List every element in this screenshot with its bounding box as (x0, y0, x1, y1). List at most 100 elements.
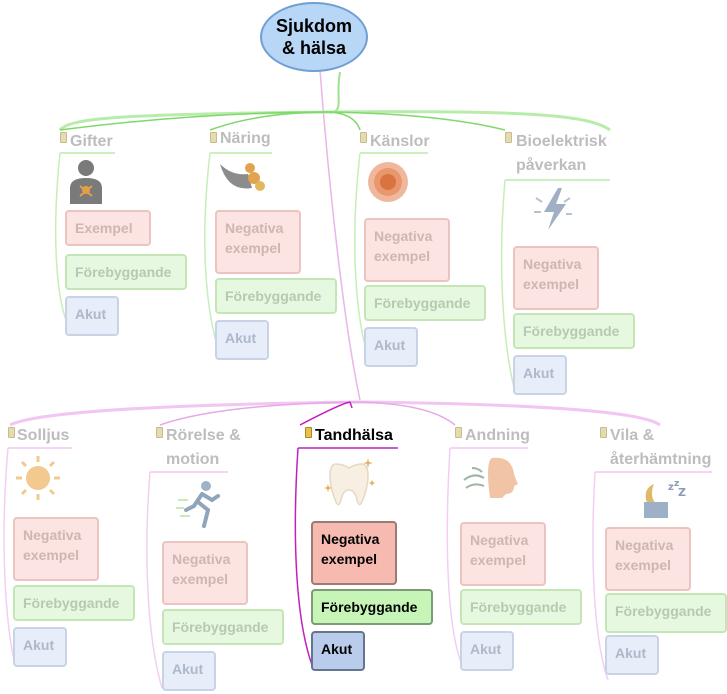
tand-forebyggande-box[interactable]: Förebyggande (311, 589, 433, 625)
box-label-line2: exempel (172, 571, 229, 587)
pin-icon (210, 132, 217, 143)
pin-icon (505, 132, 512, 143)
box-label: Förebyggande (225, 288, 322, 304)
topic-gifter[interactable]: Gifter (70, 133, 113, 150)
box-label: Förebyggande (23, 595, 120, 611)
gifter-exempel-box[interactable]: Exempel (65, 210, 151, 246)
box-label-line2: exempel (321, 551, 378, 567)
topic-line2: påverkan (516, 157, 587, 174)
topic-bioelektrisk[interactable]: Bioelektrisk påverkan (516, 130, 607, 178)
box-label-line1: Negativa (23, 527, 82, 543)
sun-icon (16, 456, 60, 500)
andning-negativa-box[interactable]: Negativa exempel (460, 522, 546, 586)
box-label: Exempel (75, 220, 133, 236)
topic-line2: motion (166, 451, 220, 468)
box-label: Akut (523, 365, 555, 381)
box-label-line1: Negativa (172, 551, 231, 567)
topic-line1: Rörelse & (166, 427, 241, 444)
box-label: Förebyggande (615, 603, 712, 619)
box-label: Akut (374, 337, 406, 353)
tooth-icon (324, 458, 375, 506)
naring-forebyggande-box[interactable]: Förebyggande (215, 278, 337, 314)
kanslor-negativa-box[interactable]: Negativa exempel (364, 218, 450, 282)
box-label: Förebyggande (75, 264, 172, 280)
topic-line1: Bioelektrisk (516, 133, 607, 150)
rorelse-negativa-box[interactable]: Negativa exempel (162, 541, 248, 605)
pin-icon (600, 427, 607, 438)
root-topic[interactable]: Sjukdom& hälsa (260, 2, 368, 72)
sleep-icon: z z Z (644, 479, 686, 518)
topic-naring[interactable]: Näring (220, 130, 271, 147)
topic-solljus[interactable]: Solljus (17, 427, 70, 444)
box-label: Akut (470, 641, 502, 657)
poison-person-icon (70, 160, 102, 204)
andning-forebyggande-box[interactable]: Förebyggande (460, 589, 582, 625)
box-label-line1: Negativa (615, 537, 674, 553)
box-label: Förebyggande (470, 599, 567, 615)
gifter-akut-box[interactable]: Akut (65, 296, 119, 336)
pin-icon (455, 427, 462, 438)
cornucopia-icon (220, 163, 265, 191)
topic-vila[interactable]: Vila & återhämtning (610, 424, 711, 472)
box-label-line2: exempel (523, 276, 580, 292)
box-label-line2: exempel (615, 557, 672, 573)
box-label: Förebyggande (374, 295, 471, 311)
kanslor-forebyggande-box[interactable]: Förebyggande (364, 285, 486, 321)
tand-negativa-box[interactable]: Negativa exempel (311, 521, 397, 585)
kanslor-akut-box[interactable]: Akut (364, 327, 418, 367)
svg-text:z: z (674, 479, 679, 489)
box-label: Akut (75, 306, 107, 322)
pin-icon (360, 132, 367, 143)
bioel-negativa-box[interactable]: Negativa exempel (513, 246, 599, 310)
solljus-negativa-box[interactable]: Negativa exempel (13, 517, 99, 581)
pin-icon (156, 427, 163, 438)
solljus-forebyggande-box[interactable]: Förebyggande (13, 585, 135, 621)
pin-icon (8, 427, 15, 438)
box-label-line1: Negativa (523, 256, 582, 272)
pin-icon (60, 132, 67, 143)
box-label: Akut (172, 661, 204, 677)
box-label-line2: exempel (23, 547, 80, 563)
solljus-akut-box[interactable]: Akut (13, 627, 67, 667)
box-label-line1: Negativa (321, 531, 380, 547)
pin-icon (305, 427, 312, 438)
box-label-line1: Negativa (470, 532, 529, 548)
topic-line2: återhämtning (610, 451, 712, 468)
vila-negativa-box[interactable]: Negativa exempel (605, 527, 691, 591)
lightning-icon (534, 188, 572, 230)
runner-icon (176, 481, 220, 528)
box-label-line2: exempel (374, 248, 431, 264)
box-label: Förebyggande (172, 619, 269, 635)
gifter-forebyggande-box[interactable]: Förebyggande (65, 254, 187, 290)
box-label: Akut (225, 330, 257, 346)
topic-andning[interactable]: Andning (465, 427, 530, 444)
naring-negativa-box[interactable]: Negativa exempel (215, 210, 301, 274)
andning-akut-box[interactable]: Akut (460, 631, 514, 671)
bioel-akut-box[interactable]: Akut (513, 355, 567, 395)
naring-akut-box[interactable]: Akut (215, 320, 269, 360)
vila-akut-box[interactable]: Akut (605, 635, 659, 675)
box-label-line1: Negativa (225, 220, 284, 236)
box-label: Förebyggande (321, 599, 418, 615)
root-line-1: Sjukdom (275, 16, 352, 36)
box-label: Akut (23, 637, 55, 653)
tand-akut-box[interactable]: Akut (311, 631, 365, 671)
topic-rorelse[interactable]: Rörelse & motion (166, 424, 241, 472)
svg-text:z: z (668, 482, 674, 493)
breathing-head-icon (463, 457, 518, 498)
box-label-line2: exempel (225, 240, 282, 256)
svg-text:Z: Z (678, 486, 686, 499)
box-label: Akut (321, 641, 353, 657)
box-label: Förebyggande (523, 323, 620, 339)
vila-forebyggande-box[interactable]: Förebyggande (605, 593, 727, 633)
rorelse-forebyggande-box[interactable]: Förebyggande (162, 609, 284, 645)
flower-icon (368, 162, 408, 202)
box-label-line2: exempel (470, 552, 527, 568)
rorelse-akut-box[interactable]: Akut (162, 651, 216, 691)
bioel-forebyggande-box[interactable]: Förebyggande (513, 313, 635, 349)
topic-kanslor[interactable]: Känslor (370, 133, 430, 150)
topic-line1: Vila & (610, 427, 655, 444)
box-label: Akut (615, 645, 647, 661)
box-label-line1: Negativa (374, 228, 433, 244)
topic-tandhalsa[interactable]: Tandhälsa (315, 427, 393, 444)
